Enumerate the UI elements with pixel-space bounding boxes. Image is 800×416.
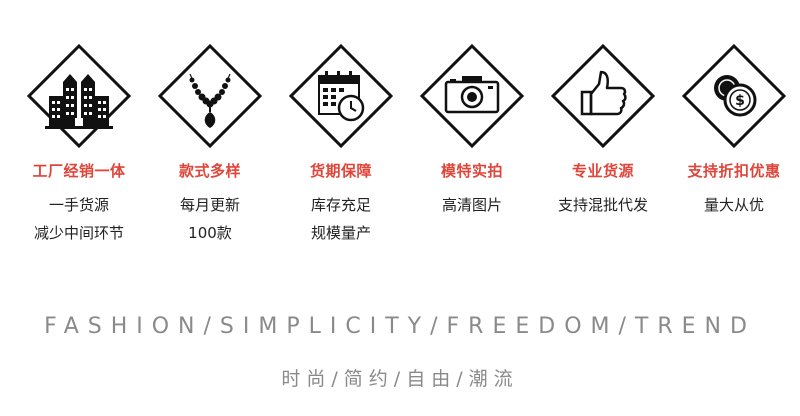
necklace-icon: [158, 44, 262, 148]
feature-line: 高清图片: [441, 196, 502, 214]
feature-line: 规模量产: [310, 224, 371, 242]
feature-line: 量大从优: [703, 196, 764, 214]
slogan-chinese: 时尚/简约/自由/潮流: [281, 368, 519, 390]
feature-title: 款式多样: [178, 162, 241, 180]
feature-line: 支持混批代发: [557, 196, 648, 214]
building-icon: [27, 44, 131, 148]
feature-description: 支持混批代发: [538, 191, 668, 219]
feature-source: 专业货源 支持混批代发: [538, 0, 668, 219]
feature-title: 模特实拍: [440, 162, 503, 180]
feature-discount: $ 支持折扣优惠 量大从优: [669, 0, 799, 219]
feature-title: 支持折扣优惠: [687, 162, 781, 180]
thumbs-up-icon: [551, 44, 655, 148]
coin-dollar-icon: $: [682, 44, 786, 148]
calendar-clock-icon: [289, 44, 393, 148]
feature-delivery: 货期保障 库存充足 规模量产: [276, 0, 406, 247]
feature-row: 工厂经销一体 一手货源 减少中间环节 款式多样 每月更新 100款: [14, 0, 799, 247]
feature-description: 库存充足 规模量产: [276, 191, 406, 247]
feature-title: 专业货源: [571, 162, 634, 180]
feature-styles: 款式多样 每月更新 100款: [145, 0, 275, 247]
feature-line: 100款: [188, 224, 232, 242]
feature-description: 每月更新 100款: [145, 191, 275, 247]
feature-line: 库存充足: [310, 196, 371, 214]
feature-line: 一手货源: [48, 196, 109, 214]
feature-photos: 模特实拍 高清图片: [407, 0, 537, 219]
feature-description: 一手货源 减少中间环节: [14, 191, 144, 247]
feature-line: 减少中间环节: [33, 224, 124, 242]
feature-title: 货期保障: [309, 162, 372, 180]
feature-line: 每月更新: [179, 196, 240, 214]
slogan-english: FASHION/SIMPLICITY/FREEDOM/TREND: [44, 314, 756, 339]
feature-title: 工厂经销一体: [32, 162, 126, 180]
camera-icon: [420, 44, 524, 148]
feature-description: 高清图片: [407, 191, 537, 219]
feature-description: 量大从优: [669, 191, 799, 219]
feature-factory: 工厂经销一体 一手货源 减少中间环节: [14, 0, 144, 247]
svg-text:$: $: [735, 93, 745, 109]
